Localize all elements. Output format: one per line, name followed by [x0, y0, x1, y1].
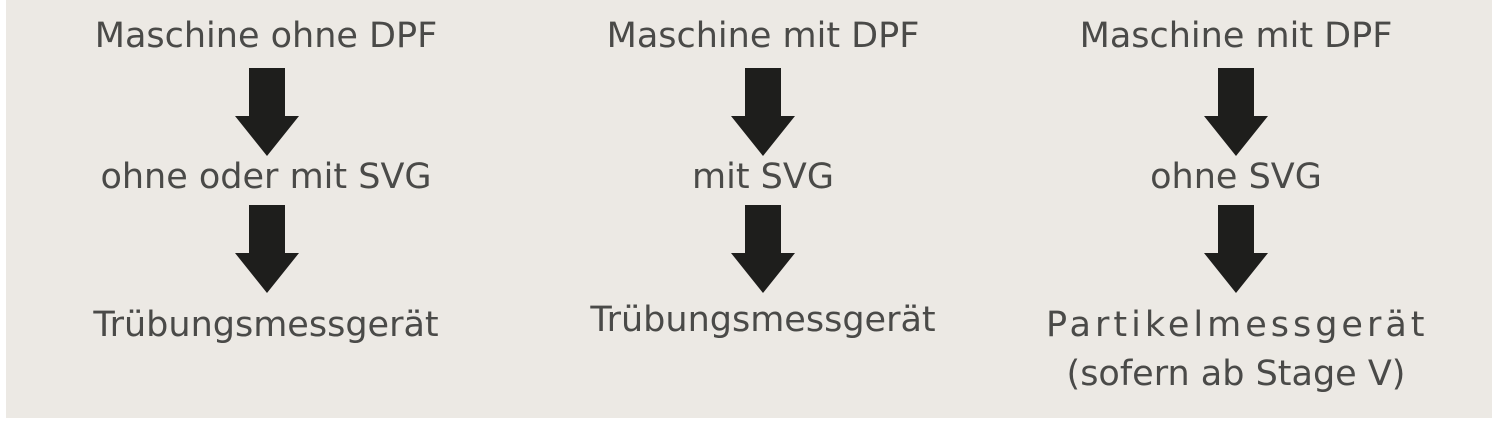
flow-column-2: Maschine mit DPF mit SVG Trübungsmessger… [573, 0, 953, 418]
machine-label: Maschine mit DPF [606, 16, 920, 56]
device-note: (sofern ab Stage V) [1066, 354, 1406, 394]
svg-label: ohne oder mit SVG [100, 157, 432, 197]
arrow-down-icon [235, 205, 299, 293]
device-label: Partikelmessgerät [1046, 305, 1429, 345]
svg-label: mit SVG [692, 157, 834, 197]
svg-label: ohne SVG [1150, 157, 1322, 197]
machine-label: Maschine ohne DPF [94, 16, 438, 56]
diagram-panel: Maschine ohne DPF ohne oder mit SVG Trüb… [6, 0, 1492, 418]
arrow-down-icon [731, 205, 795, 293]
arrow-down-icon [731, 68, 795, 156]
device-label: Trübungsmessgerät [590, 300, 936, 340]
flow-column-3: Maschine mit DPF ohne SVG Partikelmessge… [1046, 0, 1426, 418]
flow-column-1: Maschine ohne DPF ohne oder mit SVG Trüb… [76, 0, 456, 418]
arrow-down-icon [235, 68, 299, 156]
machine-label: Maschine mit DPF [1079, 16, 1393, 56]
arrow-down-icon [1204, 68, 1268, 156]
device-label: Trübungsmessgerät [93, 305, 439, 345]
arrow-down-icon [1204, 205, 1268, 293]
